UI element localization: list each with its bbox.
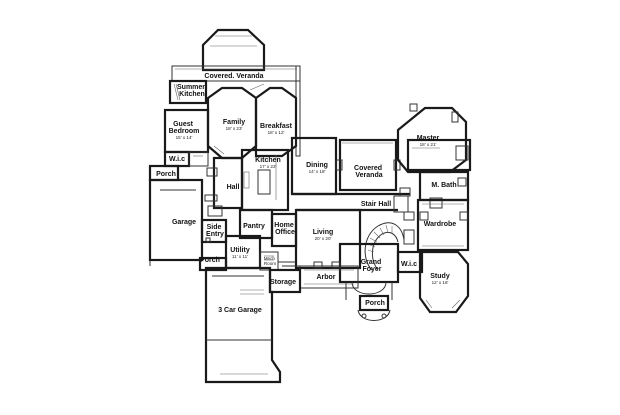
room-label-porch-side: Porch [200,257,220,264]
room-label-breakfast: Breakfast [260,123,293,130]
room-label-storage: Storage [270,279,296,286]
breakfast-outline [254,86,298,158]
room-label-dining: Dining [306,162,328,169]
front-porch-outline [358,294,390,312]
room-label-home-office: Home Office [274,222,295,236]
room-label-garage: Garage [172,219,196,226]
room-dim-utility: 11' x 11' [232,254,248,259]
room-label-family: Family [223,119,245,126]
room-label-guest-bedroom: Guest Bedroom [169,121,200,135]
room-label-grand-foyer: Grand Foyer [361,259,384,273]
room-dim-living: 20' x 20' [315,236,332,241]
room-label-master-bath: M. Bath [431,182,456,189]
summer-kitchen-outline [168,79,208,105]
room-label-hall: Hall [227,184,240,191]
living-outline [294,208,362,270]
room-dim-dining: 14' x 18' [309,169,326,174]
room-dim-master: 18' x 21' [420,142,437,147]
room-label-master: Master [417,135,440,142]
side-entry-outline [200,218,228,244]
room-label-summer-kitchen: Summer Kitchen [177,84,207,98]
room-dim-breakfast: 18' x 12' [268,130,285,135]
room-dim-guest-bedroom: 15' x 14' [176,135,193,140]
room-label-wic-lower: W.i.c [401,261,417,268]
room-label-pantry: Pantry [243,223,265,230]
room-label-3-car-garage: 3 Car Garage [218,307,262,314]
room-label-porch-left: Porch [156,171,176,178]
room-label-study: Study [430,273,450,280]
room-label-mech-room: Mech Room [264,256,277,266]
room-label-kitchen: Kitchen [255,157,281,164]
room-labels: Covered. Veranda Summer Kitchen Family 1… [156,73,457,314]
room-label-arbor: Arbor [316,274,335,281]
room-label-utility: Utility [230,247,250,254]
room-label-porch-front: Porch [365,300,385,307]
room-dim-family: 18' x 23' [226,126,243,131]
room-label-wic-upper: W.i.c [169,156,185,163]
study-outline [418,250,470,314]
room-label-wardrobe: Wardrobe [424,221,457,228]
room-label-covered-veranda-right: Covered Veranda [354,165,384,179]
spiral-staircase [364,222,405,271]
front-porch-arch [357,309,391,321]
kitchen-island [257,169,271,195]
room-label-living: Living [313,229,334,236]
veranda-bay [201,28,266,72]
covered-veranda-right-outline [338,138,398,192]
three-car-garage-outline [204,266,282,384]
room-label-covered-veranda-top: Covered. Veranda [204,73,263,80]
room-dim-study: 12' x 16' [432,280,449,285]
floor-plan-walls [148,28,472,384]
wardrobe-outline [416,198,470,252]
room-dim-kitchen: 17' x 22' [260,164,277,169]
room-label-side-entry: Side Entry [206,224,224,238]
room-label-stair-hall: Stair Hall [361,201,391,208]
hall-outline [212,156,244,210]
